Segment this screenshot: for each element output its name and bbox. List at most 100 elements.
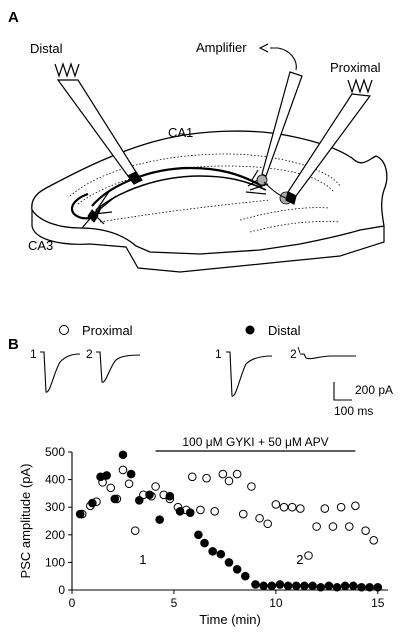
proximal-point	[369, 536, 379, 545]
proximal-point	[304, 551, 313, 560]
proximal-point	[247, 482, 256, 491]
proximal-point	[279, 502, 289, 512]
distal-point	[267, 581, 277, 591]
x-tick-label: 5	[171, 596, 178, 610]
proximal-point	[106, 483, 116, 493]
psc-amplitude-chart: 0 100 200 300 400 500 0 5 10 15 Time (min) PSC am…	[18, 435, 388, 627]
distal-point	[259, 581, 268, 591]
proximal-point	[210, 507, 220, 516]
chart-axes	[71, 452, 388, 591]
distal-point	[283, 581, 293, 591]
trace-label-dist-2: 2	[290, 347, 297, 361]
y-tick-label: 100	[45, 555, 65, 569]
psc-traces	[40, 346, 356, 397]
distal-point	[134, 496, 144, 505]
proximal-point	[263, 519, 273, 529]
distal-point	[165, 491, 175, 501]
distal-point	[224, 558, 234, 567]
x-axis-label: Time (min)	[199, 612, 261, 627]
distal-point	[291, 581, 301, 591]
distal-point	[175, 507, 185, 516]
distal-point	[316, 582, 326, 592]
trace-label-prox-2: 2	[86, 347, 93, 361]
proximal-label: Proximal	[330, 60, 381, 75]
y-tick-label: 200	[45, 528, 65, 542]
trace-distal-2	[300, 353, 356, 360]
proximal-point	[328, 522, 338, 531]
proximal-point	[224, 476, 234, 486]
proximal-point	[202, 473, 211, 483]
recording-pipette	[258, 43, 303, 177]
trace-proximal-1	[40, 351, 81, 393]
distal-label: Distal	[30, 41, 63, 56]
distal-point	[216, 549, 226, 559]
y-tick-label: 300	[45, 500, 65, 514]
panel-b-label: B	[8, 336, 19, 353]
proximal-point	[151, 482, 160, 491]
distal-point	[308, 581, 317, 591]
distal-point	[349, 581, 358, 591]
trace-distal-1	[226, 351, 273, 397]
trace-label-prox-1: 1	[30, 347, 37, 361]
proximal-point	[255, 513, 264, 523]
timepoint-2-annotation: 2	[296, 552, 303, 567]
proximal-point	[312, 522, 321, 531]
proximal-point	[187, 472, 197, 482]
x-tick-label: 15	[371, 596, 385, 610]
y-axis-label: PSC amplitude (pA)	[18, 464, 33, 579]
distal-point	[118, 450, 128, 460]
distal-point	[110, 494, 120, 504]
distal-point	[102, 471, 111, 480]
distal-point	[340, 581, 350, 591]
proximal-point	[118, 465, 128, 475]
distal-point	[251, 580, 260, 589]
proximal-electrode	[285, 78, 373, 205]
distal-point	[155, 515, 164, 524]
legend-distal-marker	[245, 325, 255, 335]
proximal-point	[361, 526, 370, 535]
distal-point	[145, 490, 154, 500]
distal-point	[232, 565, 242, 574]
amplifier-label: Amplifier	[196, 40, 247, 55]
distal-point	[88, 498, 97, 508]
distal-point	[126, 469, 136, 479]
trace-label-dist-1: 1	[215, 347, 222, 361]
y-tick-label: 400	[45, 473, 65, 487]
proximal-point	[287, 502, 297, 512]
y-tick-label: 500	[45, 445, 65, 459]
slice-diagram	[31, 130, 388, 273]
ca1-label: CA1	[168, 125, 193, 140]
legend-proximal-label: Proximal	[82, 323, 133, 338]
distal-point	[75, 509, 85, 519]
distal-point	[194, 530, 203, 540]
proximal-point	[238, 509, 248, 519]
scale-bar: 200 pA 100 ms	[333, 382, 393, 418]
chart-ticks: 0 100 200 300 400 500 0 5 10 15	[45, 445, 385, 610]
distal-point	[185, 508, 195, 518]
distal-point	[357, 582, 366, 592]
proximal-point	[124, 479, 134, 489]
timepoint-1-annotation: 1	[139, 552, 146, 567]
proximal-point	[320, 504, 330, 513]
proximal-point	[296, 504, 305, 513]
distal-point	[324, 581, 334, 591]
drug-label: 100 μM GYKI + 50 μM APV	[182, 435, 328, 449]
distal-point	[332, 582, 342, 592]
proximal-point	[130, 526, 140, 535]
y-tick-label: 0	[58, 583, 65, 597]
scale-bar-y-label: 200 pA	[355, 383, 393, 397]
distal-point	[365, 582, 374, 592]
distal-point	[208, 547, 217, 556]
ca3-label: CA3	[28, 238, 53, 253]
legend-proximal-marker	[59, 325, 69, 335]
x-tick-label: 10	[269, 596, 283, 610]
proximal-point	[336, 502, 346, 512]
x-tick-label: 0	[69, 596, 76, 610]
proximal-point	[351, 501, 360, 511]
proximal-point	[218, 469, 228, 479]
scale-bar-x-label: 100 ms	[334, 404, 373, 418]
proximal-point	[232, 469, 242, 479]
legend-distal-label: Distal	[268, 323, 301, 338]
distal-electrode	[54, 62, 143, 185]
chart-marks	[75, 450, 383, 592]
